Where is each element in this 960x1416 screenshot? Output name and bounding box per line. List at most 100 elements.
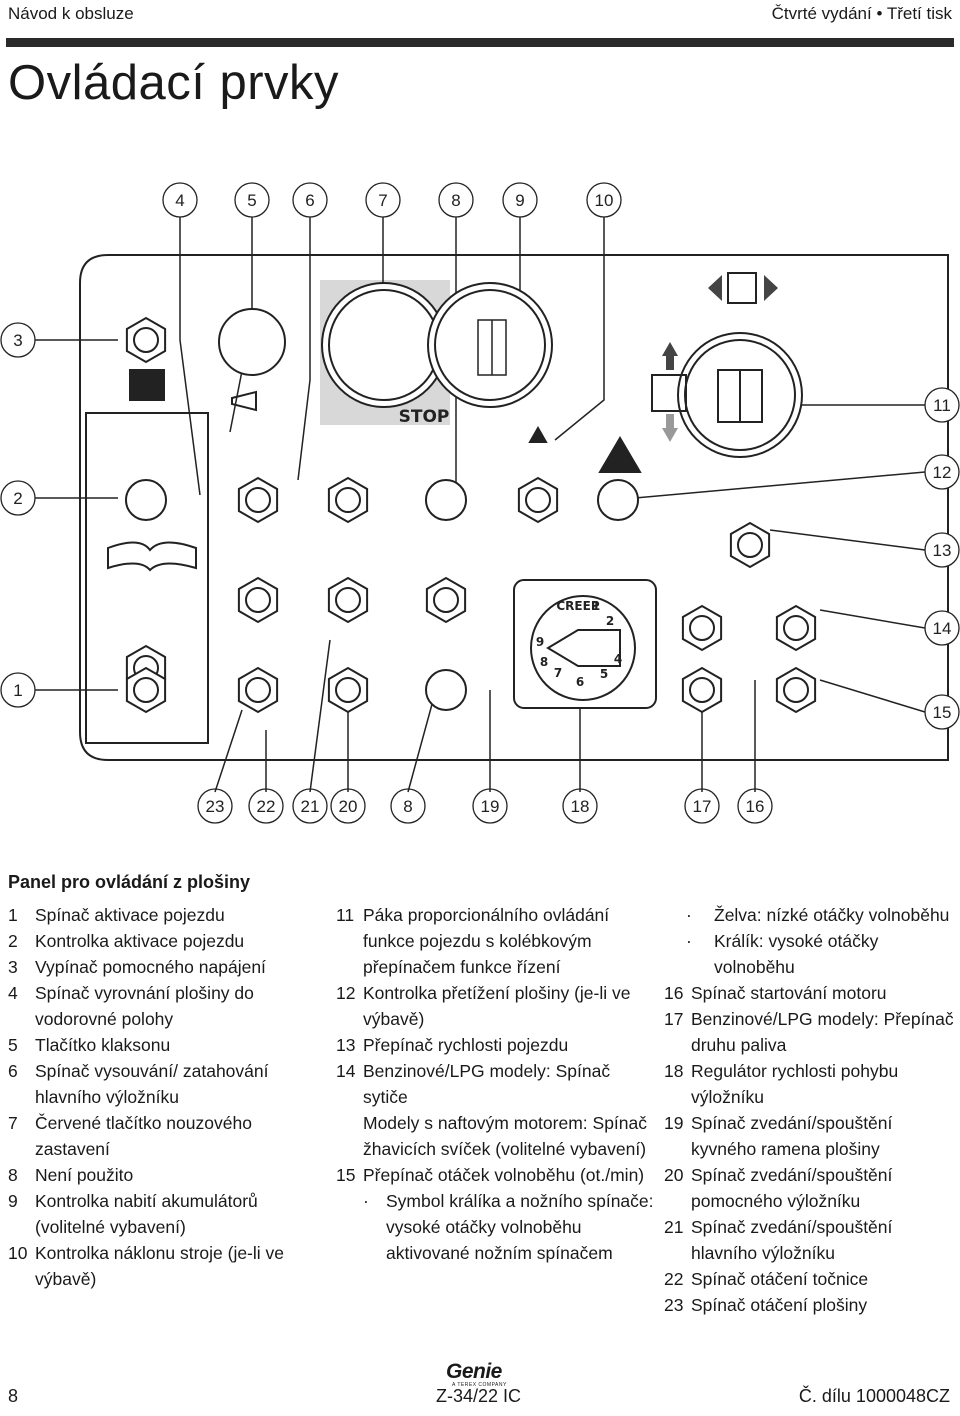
legend-number: 22 (664, 1269, 684, 1289)
legend-text: Spínač vyrovnání plošiny do vodorovné po… (35, 983, 254, 1029)
header-rule (6, 38, 954, 47)
legend-column-2: 11 Páka proporcionálního ovládání funkce … (336, 902, 656, 1266)
callout-number: 13 (933, 541, 952, 560)
horn-icon (231, 390, 257, 412)
panel-outline (79, 254, 949, 761)
legend-number: 2 (8, 931, 18, 951)
battery-gauge (477, 319, 507, 376)
leader-lines (35, 217, 926, 793)
legend-text: Modely s naftovým motorem: Spínač žhavic… (363, 1113, 647, 1159)
legend-text: Kontrolka nabití akumulátorů (volitelné … (35, 1191, 258, 1237)
legend-number: 3 (8, 957, 18, 977)
genie-logo: Genie (446, 1360, 502, 1383)
legend-text: Želva: nízké otáčky volnoběhu (714, 905, 950, 925)
callout-number: 22 (257, 797, 276, 816)
dial-number: 5 (600, 667, 608, 681)
toggle-switch[interactable] (335, 587, 361, 613)
legend-text: Vypínač pomocného napájení (35, 957, 266, 977)
battery-indicator-ring (434, 289, 546, 401)
callout-number: 2 (13, 489, 22, 508)
legend-number: 10 (8, 1243, 28, 1263)
callout-number: 7 (378, 191, 387, 210)
legend-text: Benzinové/LPG modely: Spínač sytiče (363, 1061, 611, 1107)
callout-number: 6 (305, 191, 314, 210)
callout-number: 16 (746, 797, 765, 816)
boom-speed-dial (513, 579, 657, 709)
toggle-switch[interactable] (335, 677, 361, 703)
dial-number: 9 (536, 635, 544, 649)
toggle-switch[interactable] (335, 487, 361, 513)
legend-text: Kontrolka náklonu stroje (je-li ve výbav… (35, 1243, 285, 1289)
steer-direction-arrows (651, 272, 778, 442)
bullet: · (363, 1191, 369, 1211)
dial-number: 4 (614, 652, 622, 666)
callout-circle (197, 788, 233, 824)
left-subpanel (85, 412, 209, 744)
callout-number: 1 (13, 681, 22, 700)
toggle-switch[interactable] (133, 327, 159, 353)
toggle-switch[interactable] (689, 615, 715, 641)
dial-number: 1 (592, 599, 600, 613)
legend-item: 10 Kontrolka náklonu stroje (je-li ve výb… (8, 1240, 318, 1292)
legend-number: 11 (336, 905, 355, 925)
toggle-switch[interactable] (783, 677, 809, 703)
legend-text: Spínač otáčení plošiny (691, 1295, 868, 1315)
legend-number: 8 (8, 1165, 18, 1185)
legend-number: 21 (664, 1217, 684, 1237)
header-manual-title: Návod k obsluze (8, 4, 134, 23)
bullet: · (686, 905, 692, 925)
legend-item: 17 Benzinové/LPG modely: Přepínač druhu p… (664, 1006, 954, 1058)
emergency-stop-ring (328, 289, 440, 401)
legend-text: Symbol králíka a nožního spínače: vysoké… (386, 1191, 654, 1263)
legend-number: 13 (336, 1035, 356, 1055)
tilt-warning-icon (598, 436, 642, 473)
legend-text: Páka proporcionálního ovládání funkce po… (363, 905, 610, 977)
legend-text: Kontrolka přetížení plošiny (je-li ve vý… (363, 983, 631, 1029)
toggle-switch[interactable] (737, 532, 763, 558)
page-number: 8 (8, 1386, 19, 1406)
toggle-switch[interactable] (245, 487, 271, 513)
legend-text: Spínač aktivace pojezdu (35, 905, 225, 925)
stop-label: STOP (399, 407, 450, 427)
legend-number: 17 (664, 1009, 684, 1029)
legend-number: 15 (336, 1165, 356, 1185)
legend-number: 14 (336, 1061, 356, 1081)
toggle-switch[interactable] (783, 615, 809, 641)
toggle-switch[interactable] (245, 587, 271, 613)
legend-number: 9 (8, 1191, 18, 1211)
callout-number: 10 (595, 191, 614, 210)
legend-number: 19 (664, 1113, 684, 1133)
dial-number: 2 (606, 614, 614, 628)
toggle-switch[interactable] (525, 487, 551, 513)
legend-number: 6 (8, 1061, 18, 1081)
callout-number: 12 (933, 463, 952, 482)
toggle-switch[interactable] (245, 677, 271, 703)
legend-text: Benzinové/LPG modely: Přepínač druhu pal… (691, 1009, 954, 1055)
toggle-switch[interactable] (133, 677, 159, 703)
callout-number: 19 (481, 797, 500, 816)
part-number: Č. dílu 1000048CZ (798, 1386, 950, 1406)
callout-number: 8 (403, 797, 412, 816)
toggle-switch[interactable] (689, 677, 715, 703)
dial-number: 6 (576, 675, 584, 689)
round-buttons (125, 282, 803, 711)
legend-number: 5 (8, 1035, 18, 1055)
legend-number: 16 (664, 983, 684, 1003)
callout-number: 15 (933, 703, 952, 722)
toggle-switch[interactable] (433, 587, 459, 613)
